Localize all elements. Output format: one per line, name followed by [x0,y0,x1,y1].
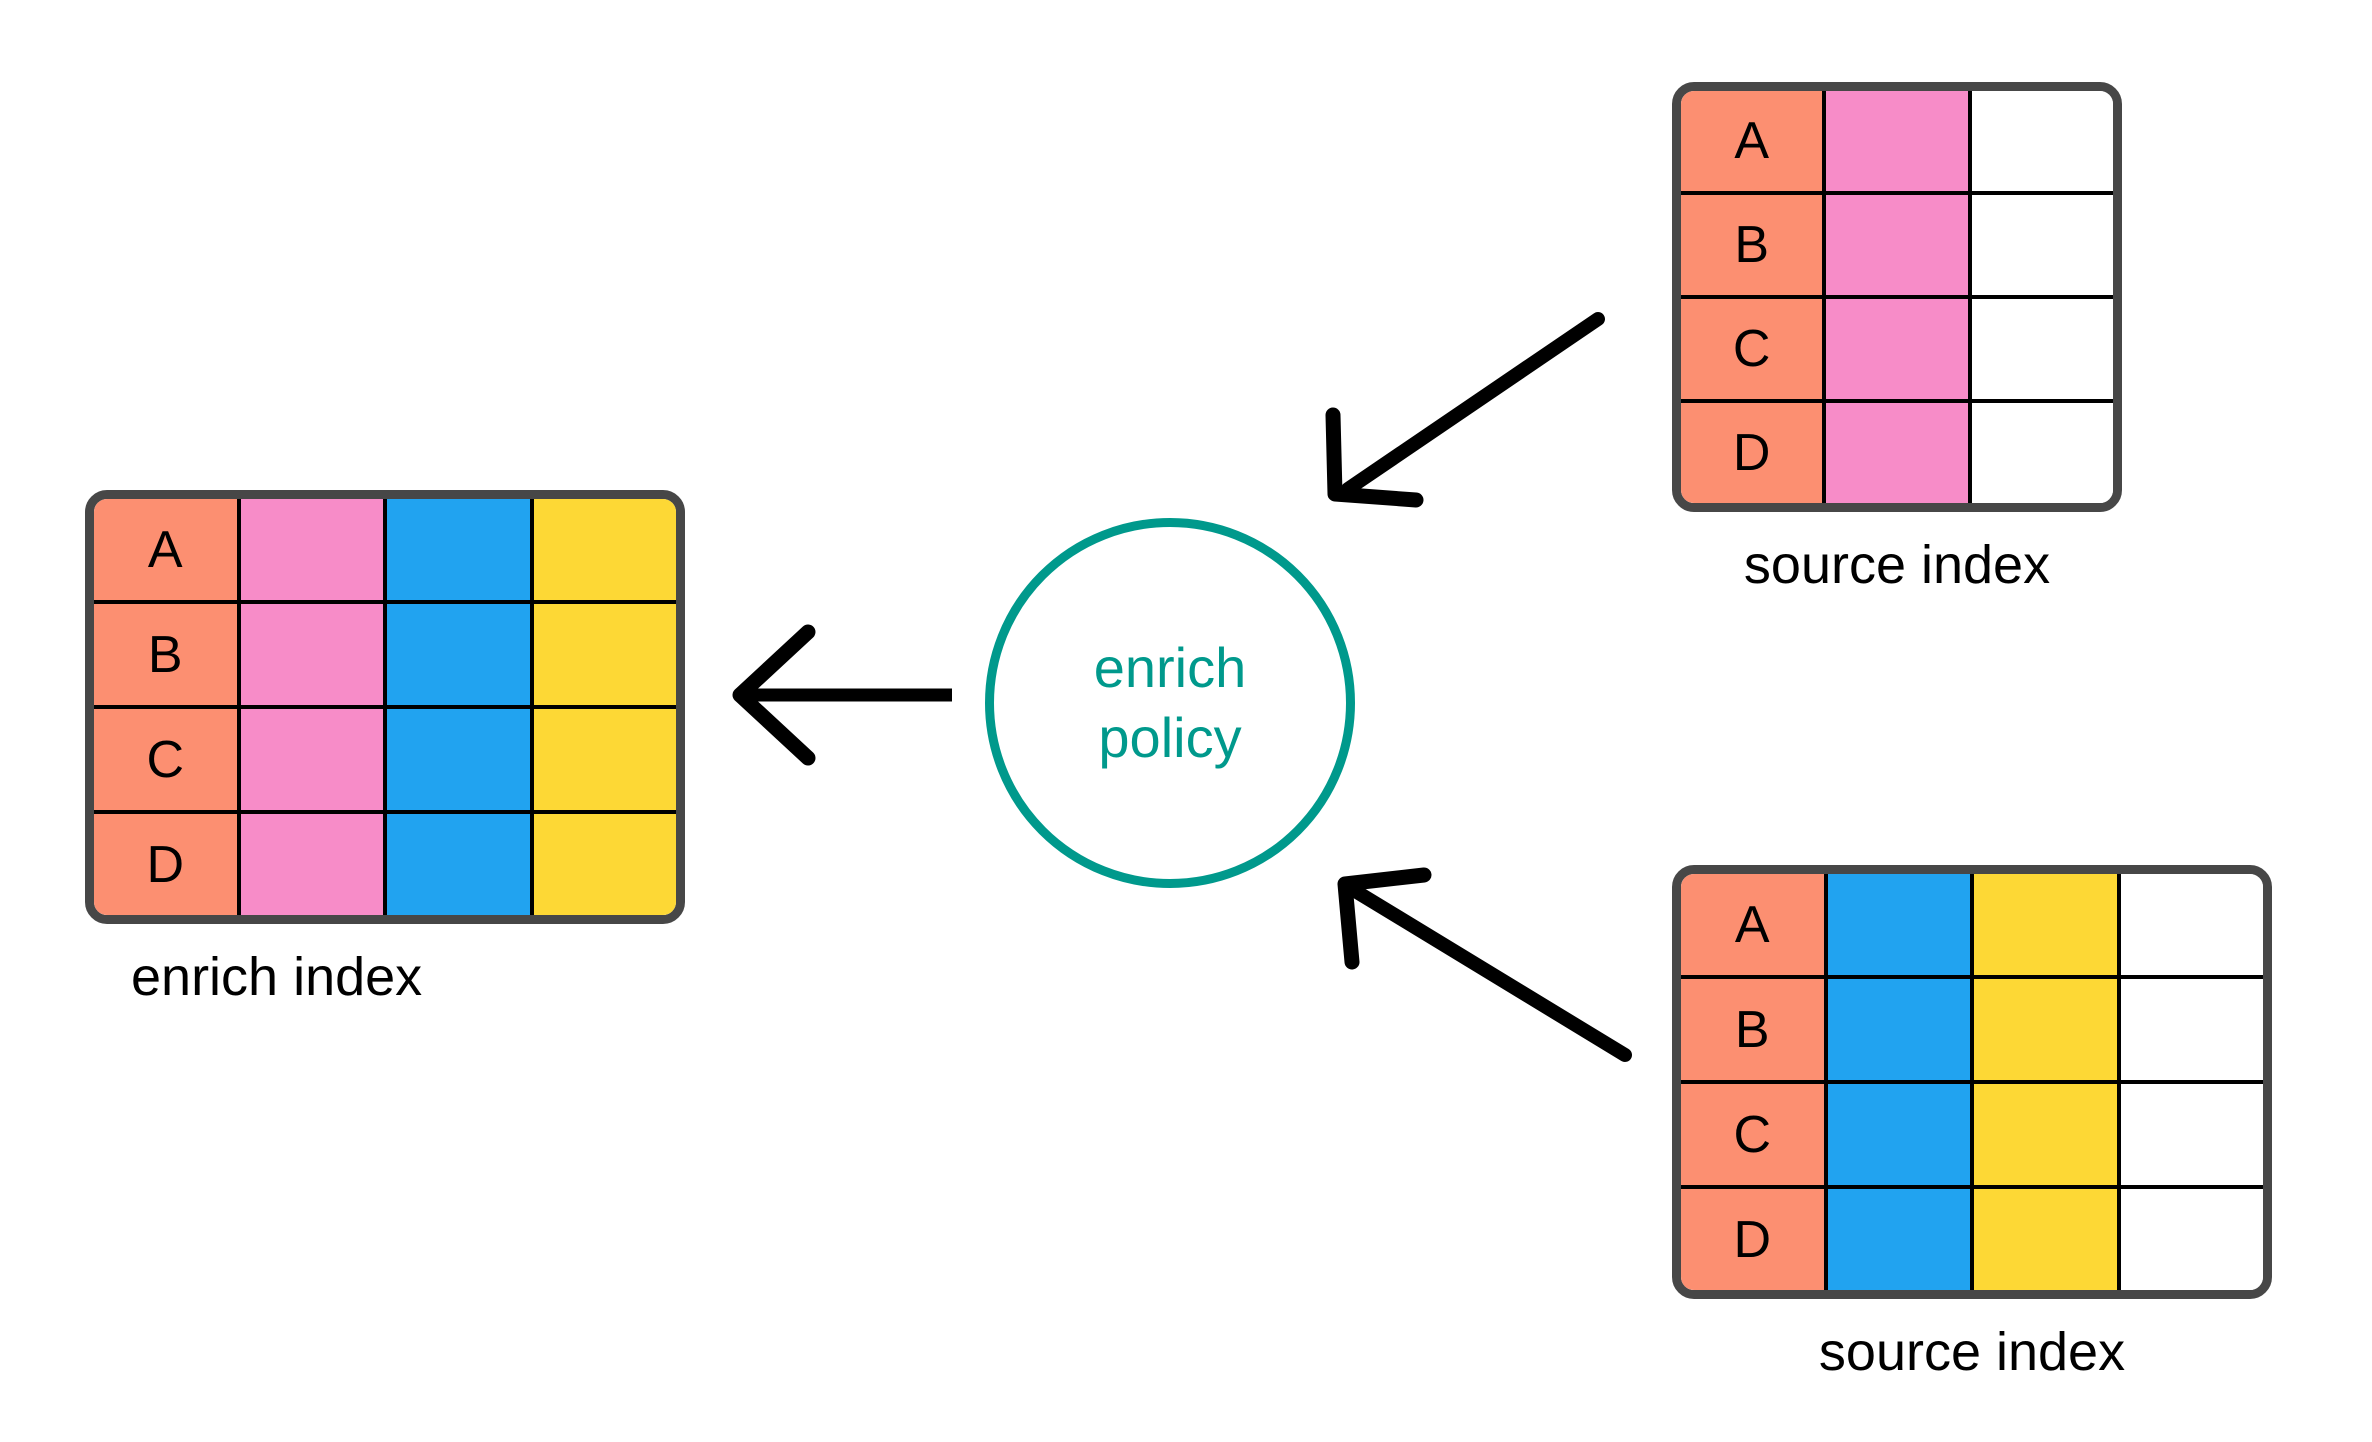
cell-label: C [1732,320,1771,378]
source-index-bottom-caption: source index [1818,1322,2126,1382]
cell-label: A [1734,112,1769,170]
key-cell: B [1681,195,1827,295]
cell-label: B [147,625,183,684]
key-cell: A [94,499,241,600]
table-row: B [1681,979,2263,1084]
field-cell-pink [240,814,387,915]
source-index-bottom-block: A B C [1672,865,2272,1383]
arrow-source-bottom-to-policy-icon [1337,867,1632,1062]
field-cell-yellow [533,499,676,600]
field-cell-pink [1826,403,1972,503]
cell-label: D [146,835,185,894]
field-cell-pink [240,709,387,810]
field-cell-yellow [1974,979,2121,1080]
table-row: D [94,814,676,915]
source-index-bottom-table: A B C [1672,865,2272,1299]
field-cell-yellow [533,709,676,810]
field-cell-blue [387,604,534,705]
cell-label: B [1734,1000,1770,1059]
cell-label: C [146,730,185,789]
key-cell: B [1681,979,1828,1080]
table-row: D [1681,403,2113,503]
table-row: C [1681,299,2113,403]
table-row: C [1681,1084,2263,1189]
key-cell: C [1681,1084,1828,1185]
field-cell-pink [1826,195,1972,295]
enrich-index-caption: enrich index [131,947,423,1007]
field-cell-yellow [1974,1084,2121,1185]
field-cell-empty [1971,403,2113,503]
table-row: A [1681,91,2113,195]
key-cell: A [1681,91,1827,191]
arrow-source-top-to-policy-icon [1325,312,1605,508]
key-cell: C [94,709,241,810]
table-row: C [94,709,676,814]
field-cell-yellow [1974,874,2121,975]
field-cell-blue [1827,1084,1974,1185]
cell-label: D [1733,1210,1772,1269]
key-cell: D [94,814,241,915]
field-cell-pink [1826,91,1972,191]
table-row: A [1681,874,2263,979]
enrich-index-block: A B C [85,490,685,1008]
source-index-top-table: A B C D [1672,82,2122,512]
table-row: D [1681,1189,2263,1290]
field-cell-blue [387,499,534,600]
field-cell-empty [1971,195,2113,295]
field-cell-empty [2120,979,2263,1080]
field-cell-yellow [533,814,676,915]
key-cell: B [94,604,241,705]
cell-label: B [1734,216,1769,274]
field-cell-pink [240,499,387,600]
cell-label: A [147,520,183,579]
field-cell-blue [1827,1189,1974,1290]
policy-label-line1: enrich [1093,636,1247,699]
policy-label-line2: policy [1098,706,1242,769]
field-cell-blue [387,709,534,810]
field-cell-empty [1971,91,2113,191]
field-cell-blue [1827,874,1974,975]
enrich-policy-node: enrich policy [985,518,1355,888]
key-cell: A [1681,874,1828,975]
field-cell-pink [240,604,387,705]
cell-label: A [1734,895,1770,954]
field-cell-blue [387,814,534,915]
cell-label: C [1733,1105,1772,1164]
table-row: B [1681,195,2113,299]
source-index-top-caption: source index [1743,535,2051,595]
enrich-index-table: A B C [85,490,685,924]
field-cell-empty [1971,299,2113,399]
field-cell-empty [2120,1084,2263,1185]
arrow-policy-to-enrich-index-icon [732,624,952,766]
source-index-top-block: A B C D [1672,82,2122,596]
table-row: A [94,499,676,604]
field-cell-empty [2120,1189,2263,1290]
field-cell-empty [2120,874,2263,975]
field-cell-pink [1826,299,1972,399]
table-row: B [94,604,676,709]
field-cell-blue [1827,979,1974,1080]
key-cell: D [1681,1189,1828,1290]
field-cell-yellow [1974,1189,2121,1290]
key-cell: C [1681,299,1827,399]
cell-label: D [1732,424,1771,482]
key-cell: D [1681,403,1827,503]
field-cell-yellow [533,604,676,705]
